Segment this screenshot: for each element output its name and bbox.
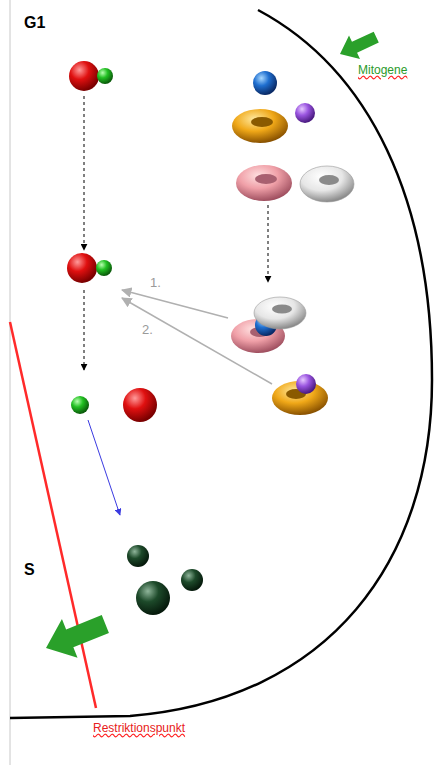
cdk-sphere [67,253,97,283]
dashed-arrow [84,290,85,370]
checkpoint-label: Restriktionspunkt [93,722,185,736]
phase-label: S [24,561,35,579]
complex-2 [272,374,328,415]
grey-arrow [122,290,228,318]
rb-sphere [97,68,113,84]
frame-line [10,0,11,765]
phase-label: G1 [24,14,45,32]
cell-membrane [10,10,432,718]
callout-number: 1. [150,276,161,291]
dashed-arrow [84,96,85,250]
dashed-arrow [268,205,269,282]
product-sphere [127,545,149,567]
complex-1 [231,297,306,353]
cdk-sphere [253,71,277,95]
rb-sphere [71,396,89,414]
rb-sphere [96,260,112,276]
blue-arrow [88,420,120,515]
inhibitor-torus [300,166,354,202]
cyclin-torus [236,165,292,201]
signal-label: Mitogene [358,64,407,78]
progression-arrow [38,605,113,668]
cdk-sphere [295,103,315,123]
cyclin-torus [232,109,288,143]
cdk-sphere [69,61,99,91]
grey-arrow [122,298,272,384]
product-sphere [136,581,170,615]
e2f-sphere [123,388,157,422]
product-sphere [181,569,203,591]
mitogen-arrow [335,25,382,65]
callout-number: 2. [142,323,153,338]
